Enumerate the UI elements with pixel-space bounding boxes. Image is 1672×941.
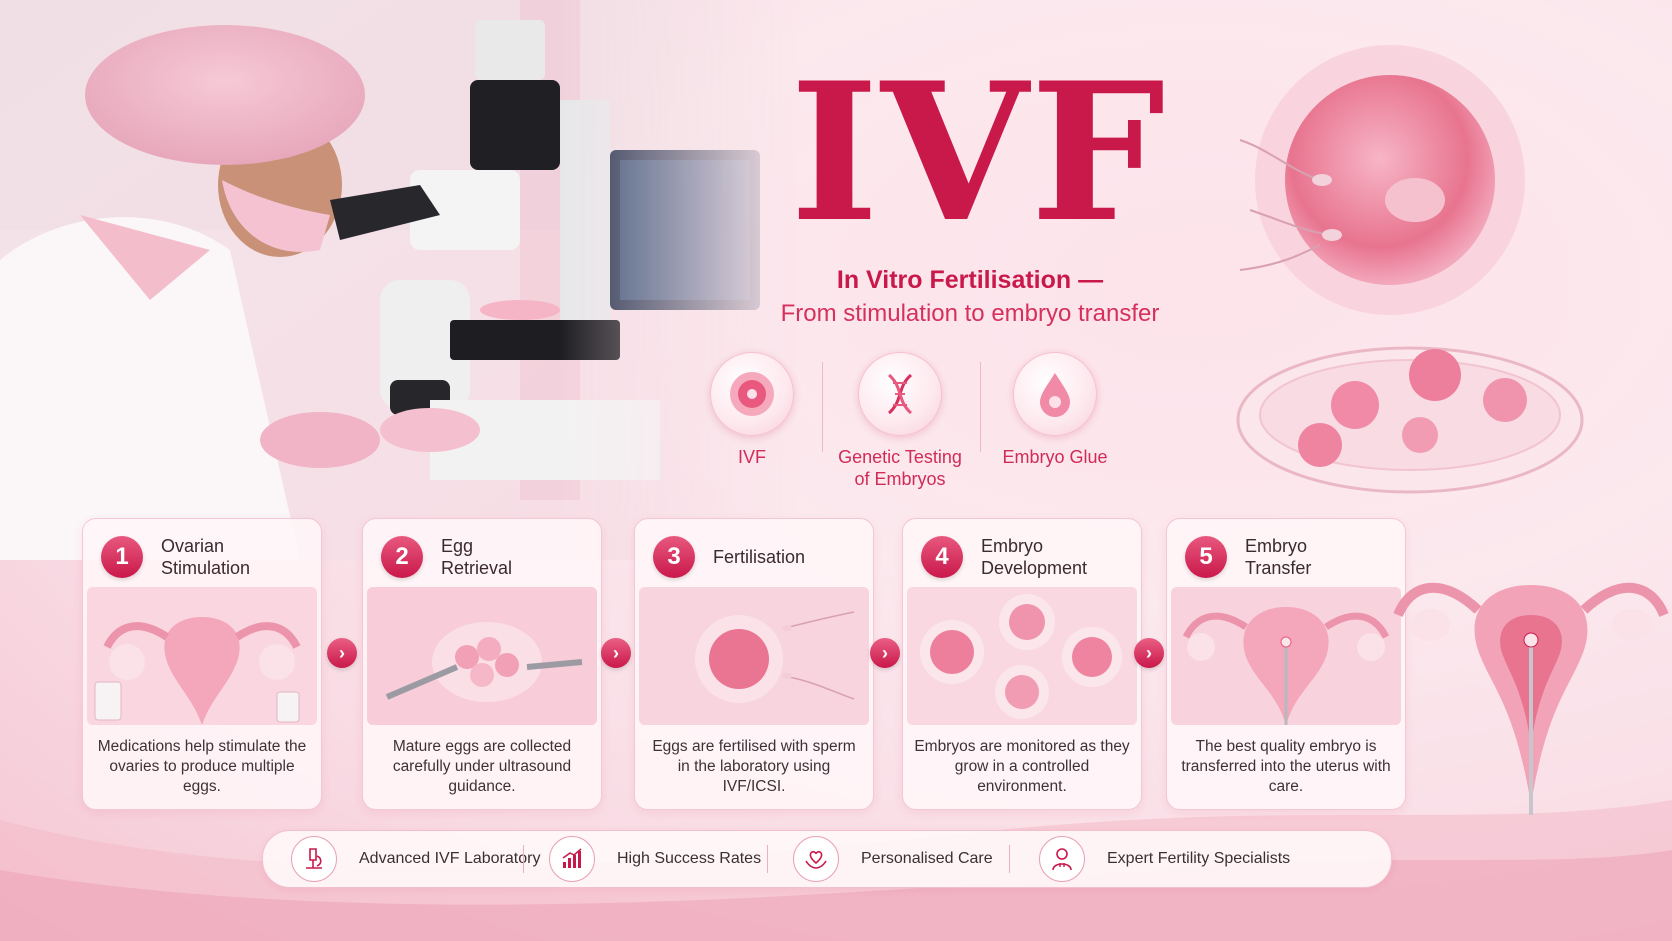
step-number: 5	[1185, 536, 1227, 578]
feature-success-rates: High Success Rates	[549, 836, 762, 882]
service-label: Genetic Testing of Embryos	[838, 447, 962, 489]
step-title: Embryo Development	[981, 536, 1088, 578]
embryo-illustration	[907, 587, 1137, 725]
step-number: 3	[653, 536, 695, 578]
feature-divider	[523, 845, 524, 873]
step-title: Embryo Transfer	[1245, 536, 1312, 578]
next-arrow: ›	[327, 638, 357, 668]
egg-cell-icon	[710, 352, 794, 436]
uterus-illustration	[1393, 582, 1669, 815]
service-label: IVF	[737, 447, 766, 467]
service-divider	[980, 362, 981, 452]
lab-scientist-photo	[0, 0, 800, 560]
subtitle-line-2: From stimulation to embryo transfer	[780, 300, 1160, 327]
step-number: 2	[381, 536, 423, 578]
service-embryo-glue[interactable]: Embryo Glue	[980, 352, 1130, 468]
subtitle-line-1: In Vitro Fertilisation —	[836, 266, 1104, 294]
feature-label: High Success Rates	[617, 850, 762, 867]
page-title: IVF	[790, 41, 1168, 264]
dna-icon	[858, 352, 942, 436]
service-genetic-testing[interactable]: Genetic Testing of Embryos	[825, 352, 975, 490]
step-number: 1	[101, 536, 143, 578]
next-arrow: ›	[1134, 638, 1164, 668]
feature-expert-specialists: Expert Fertility Specialists	[1039, 836, 1291, 882]
step-description: Medications help stimulate the ovaries t…	[97, 738, 307, 795]
feature-bar: Advanced IVF Laboratory High Success Rat…	[262, 830, 1392, 888]
step-description: Embryos are monitored as they grow in a …	[914, 738, 1130, 795]
step-description: Mature eggs are collected carefully unde…	[392, 738, 572, 795]
feature-label: Personalised Care	[861, 850, 993, 867]
service-ivf[interactable]: IVF	[677, 352, 827, 468]
service-divider	[822, 362, 823, 452]
feature-divider	[1009, 845, 1010, 873]
fertilisation-illustration	[639, 587, 869, 725]
step-card-2: 2 Egg Retrieval Mature eggs are collecte…	[362, 518, 602, 810]
ovaries-illustration	[87, 587, 317, 725]
step-card-4: 4 Embryo Development Embryos are monitor…	[902, 518, 1142, 810]
step-card-1: 1 Ovarian Stimulation Medications help s…	[82, 518, 322, 810]
next-arrow: ›	[870, 638, 900, 668]
egg-sperm-illustration	[1239, 45, 1525, 315]
service-label: Embryo Glue	[1002, 447, 1108, 467]
step-card-3: 3 Fertilisation Eggs are fertilised with…	[634, 518, 874, 810]
feature-divider	[767, 845, 768, 873]
feature-label: Expert Fertility Specialists	[1107, 850, 1291, 867]
petri-dish-illustration	[1236, 346, 1584, 494]
doctor-icon	[1039, 836, 1085, 882]
step-title: Ovarian Stimulation	[161, 536, 251, 578]
egg-retrieval-illustration	[367, 587, 597, 725]
step-title: Fertilisation	[713, 547, 806, 567]
step-card-5: 5 Embryo Transfer The best quality embry…	[1166, 518, 1406, 810]
next-arrow: ›	[601, 638, 631, 668]
step-title: Egg Retrieval	[441, 536, 513, 578]
step-number: 4	[921, 536, 963, 578]
transfer-illustration	[1171, 587, 1401, 725]
growth-chart-icon	[549, 836, 595, 882]
feature-personalised-care: Personalised Care	[793, 836, 993, 882]
droplet-icon	[1013, 352, 1097, 436]
step-description: The best quality embryo is transferred i…	[1181, 738, 1391, 795]
feature-advanced-lab: Advanced IVF Laboratory	[291, 836, 541, 882]
heart-hands-icon	[793, 836, 839, 882]
microscope-icon	[291, 836, 337, 882]
step-description: Eggs are fertilised with sperm in the la…	[652, 738, 856, 795]
feature-label: Advanced IVF Laboratory	[359, 850, 541, 867]
